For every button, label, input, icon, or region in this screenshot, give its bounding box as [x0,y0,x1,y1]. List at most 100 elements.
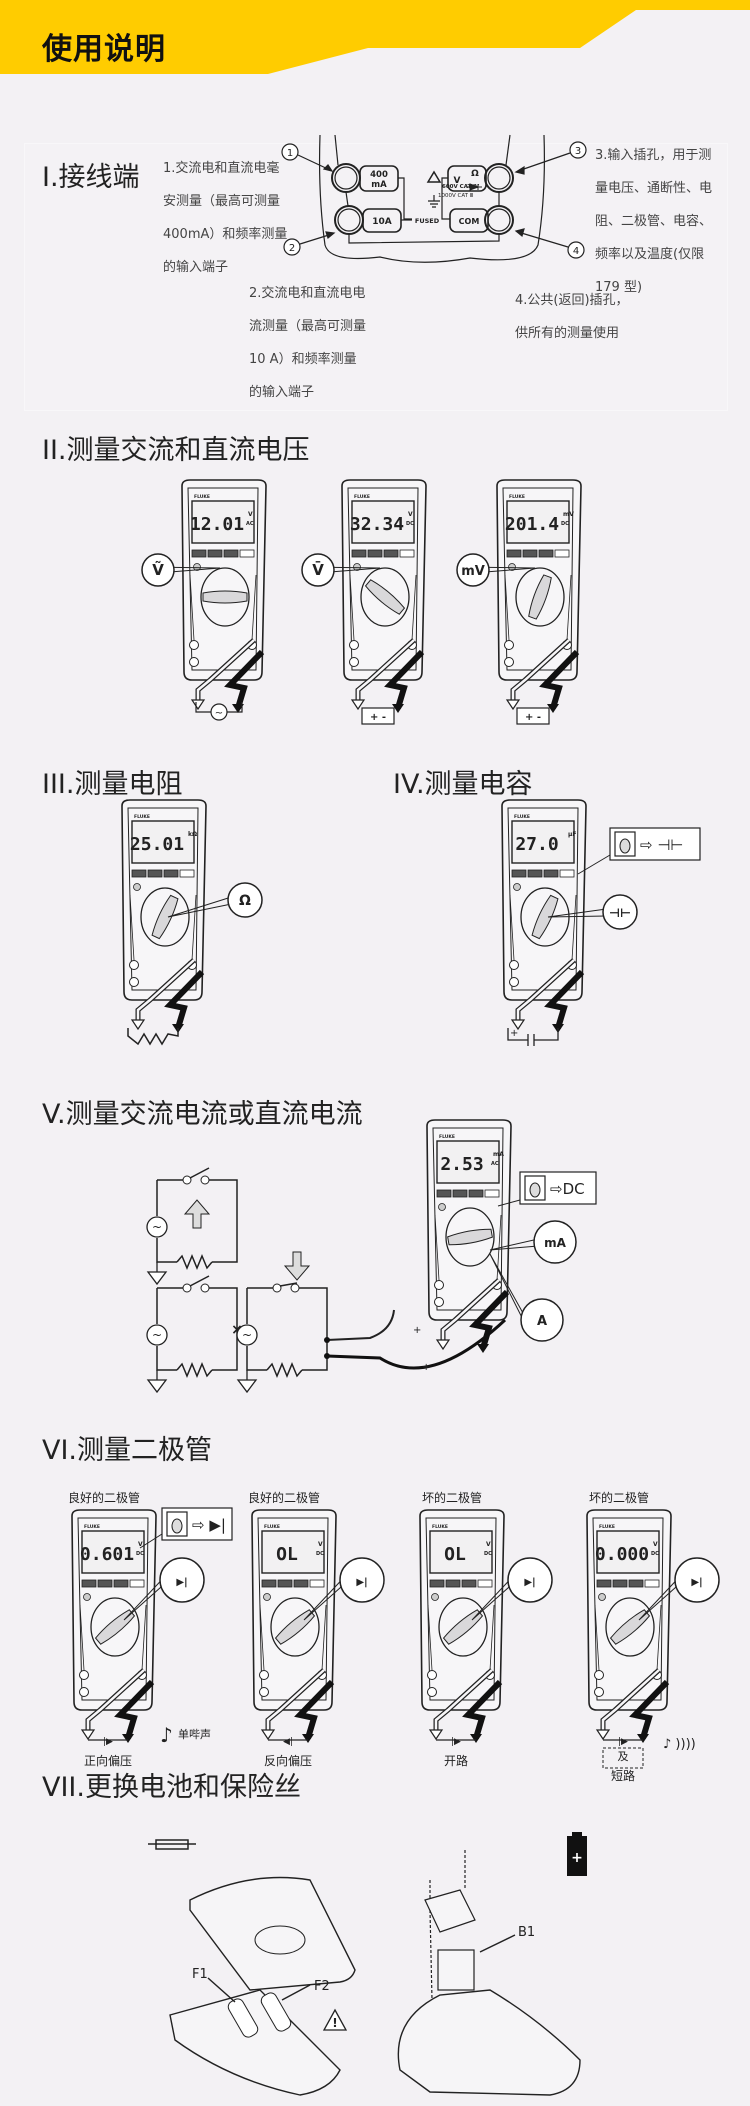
battery-icon [361,707,395,725]
ac-source-label: ~ [215,708,223,719]
button-hint: ⇨ ⊣⊢ [609,827,701,861]
label-v: V [454,176,461,186]
diode-case-header: 良好的二极管 [248,1490,320,1505]
meter-button [147,869,163,878]
meter-front-housing [189,1876,356,1991]
battery-symbol-icon [567,1836,587,1876]
meter-unit-sub: AC [246,521,254,527]
label-com: COM [459,217,480,226]
dial-callout: Ṽ [141,553,221,587]
resistor-icon [127,1028,179,1046]
battery-door [424,1889,476,1933]
meter-reading: 201.4 [505,514,559,535]
meter-unit: μF [568,831,577,838]
meter-button [436,1189,452,1198]
meter-reading: 0.601 [80,1544,134,1565]
dial-callout-label: ▶| [176,1577,187,1588]
meter-back-housing [169,1989,341,2096]
ac-source-icon [236,1324,258,1346]
header-banner [0,0,750,74]
svg-text:×: × [231,1322,243,1338]
diode-icon: |▶ [618,1737,628,1747]
label-fused: FUSED [415,217,440,225]
desc-line: 量电压、通断性、电 [595,181,713,196]
meter-unit-sub: DC [561,521,569,527]
dial-callout: mA [489,1220,577,1264]
meter-button [644,1579,660,1588]
meter-lcd [191,500,255,544]
meter-unit: V [653,1541,658,1548]
dial-callout: V̄ [301,553,381,587]
meter-lcd [436,1140,500,1184]
meter-brand: FLUKE [439,1134,455,1140]
section-title-diode: VI.测量二极管 [42,1435,213,1466]
svg-text:~: ~ [242,1328,252,1342]
dial-callout-label: A [537,1314,547,1329]
button-hint-label: ⇨ ▶| [192,1516,226,1534]
label-400: 400 [370,170,388,180]
meter-unit: mV [563,511,574,518]
svg-text:+: + [571,1850,583,1866]
meter-reading: OL [276,1544,298,1565]
battery-b1 [437,1949,475,1991]
meter-button [511,869,527,878]
label-10a: 10A [372,217,392,227]
battery-polarity: + - [370,712,386,723]
meter-button [113,1579,129,1588]
meter-reading: 25.01 [130,834,184,855]
meter-lcd [429,1530,493,1574]
dial-callout: ▶| [303,1557,385,1621]
meter-button [207,549,223,558]
terminal-desc-1: 1.交流电和直流电毫 安测量（最高可测量 400mA）和频率测量 的输入端子 [163,152,287,284]
dial-callout: Ω [167,882,263,918]
jack-10a [334,205,364,235]
resistor-icon [176,1362,213,1378]
desc-line: 安测量（最高可测量 [163,194,281,209]
meter-unit: mA [493,1151,504,1158]
resistor-icon [176,1254,213,1270]
section-title-terminals: I.接线端 [42,162,140,193]
terminal-diagram: 1 2 3 4 400 mA 10A V Ω COM FUSED 600V CA… [281,134,587,263]
terminal-desc-4: 4.公共(返回)插孔， 供所有的测量使用 [515,284,629,350]
circuit-diagram: ~ [236,1282,328,1394]
meter-brand: FLUKE [84,1524,100,1530]
meter-unit-sub: DC [484,1551,492,1557]
meter-brand: FLUKE [194,494,210,500]
meter-button [596,1579,612,1588]
meter-back-open [397,1989,581,2096]
circuit-diagram: ~× [146,1275,243,1394]
section-title-replace: VII.更换电池和保险丝 [42,1772,301,1803]
meter-button [522,549,538,558]
meter-button [223,549,239,558]
dial-callout-label: V̄ [312,559,324,579]
dial-callout-label: mA [544,1236,567,1250]
dial-pointer [202,590,248,604]
diode-case-header: 坏的二极管 [422,1490,482,1505]
meter-button [461,1579,477,1588]
battery-icon [516,707,550,725]
callout-1: 1 [287,148,293,159]
circuit-diagram: ~ [146,1167,238,1286]
button-hint: ⇨ ▶| [161,1507,233,1541]
terminal-desc-2: 2.交流电和直流电电 流测量（最高可测量 10 A）和频率测量 的输入端子 [249,277,366,409]
section-title-capacitance: IV.测量电容 [393,769,533,800]
meter-unit-sub: DC [651,1551,659,1557]
dial-callout-label: mV [461,564,485,579]
desc-line: 频率以及温度(仅限 [595,247,705,262]
meter-button [445,1579,461,1588]
meter-button [452,1189,468,1198]
page-title: 使用说明 [42,32,166,67]
svg-text:~: ~ [152,1220,162,1234]
callout-3: 3 [575,146,581,157]
meter-unit: V [486,1541,491,1548]
meter-button [261,1579,277,1588]
label-cat-1000: 1000V CAT Ⅲ [438,193,474,199]
meter-reading: 12.01 [190,514,244,535]
meter-reading: 27.0 [515,834,558,855]
